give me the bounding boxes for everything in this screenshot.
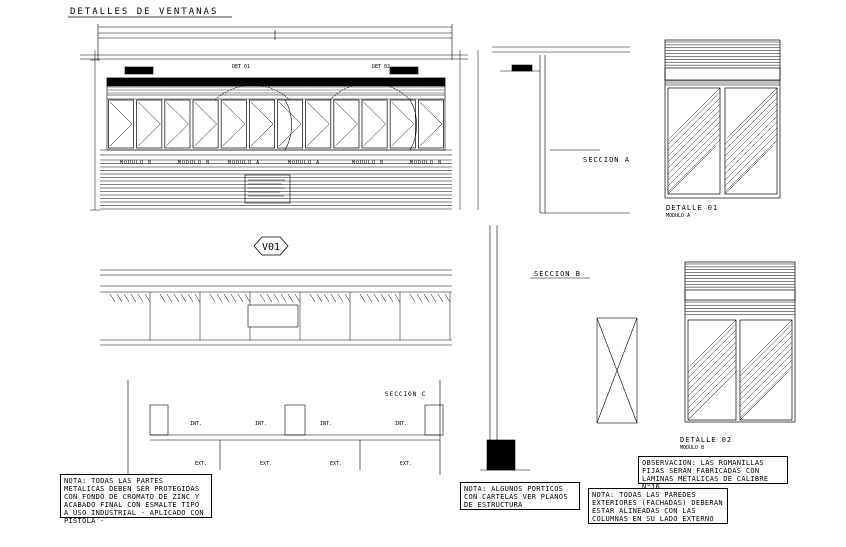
int-ext-labels: INT. EXT. INT. EXT. INT. EXT. INT. EXT.	[190, 421, 412, 467]
int-ext-label: EXT.	[195, 461, 207, 467]
window-panel	[191, 86, 220, 149]
int-ext-label: INT.	[320, 421, 332, 427]
detalle-01	[664, 39, 781, 199]
window-panel	[247, 86, 276, 149]
window-panel	[135, 86, 164, 149]
window-panel	[416, 86, 445, 149]
note-walls: NOTA: TODAS LAS PAREDES EXTERIORES (FACH…	[588, 488, 728, 524]
detalle-01-title: DETALLE 01	[666, 204, 718, 212]
window-panel	[107, 86, 136, 149]
siding-lines	[100, 159, 452, 210]
detalle-02	[684, 261, 796, 423]
window-panel	[332, 86, 361, 149]
note-porticos: NOTA: ALGUNOS PORTICOS CON CARTELAS VER …	[460, 482, 580, 510]
module-label: MODULO B	[120, 160, 152, 166]
int-ext-label: INT.	[255, 421, 267, 427]
detalle-02-title: DETALLE 02	[680, 436, 732, 444]
window-panel	[219, 86, 248, 149]
sheet-title: DETALLES DE VENTANAS	[70, 7, 218, 17]
int-ext-label: INT.	[190, 421, 202, 427]
seccion-b-title: SECCION B	[534, 270, 581, 278]
main-elevation	[80, 24, 468, 156]
detail-tag-1: DET 01	[232, 64, 250, 70]
module-label: MODULO A	[228, 160, 260, 166]
int-ext-label: EXT.	[400, 461, 412, 467]
window-panel	[360, 86, 389, 149]
window-panel	[163, 86, 192, 149]
window-panel	[304, 86, 333, 149]
window-panel	[276, 86, 305, 149]
section-a	[492, 46, 630, 214]
module-label: MODULO A	[288, 160, 320, 166]
plan-view	[100, 269, 452, 346]
module-label: MODULO B	[178, 160, 210, 166]
module-label: MODULO B	[410, 160, 442, 166]
module-labels: MODULO B MODULO B MODULO A MODULO A MODULO B…	[120, 160, 442, 166]
detail-tag-2: DET 02	[372, 64, 390, 70]
window-panel	[388, 86, 417, 149]
seccion-a-title: SECCION A	[583, 156, 630, 164]
seccion-c-title: SECCION C	[385, 391, 427, 398]
int-ext-label: INT.	[395, 421, 407, 427]
detalle-01-sub: MODULO A	[666, 213, 690, 219]
int-ext-label: EXT.	[330, 461, 342, 467]
note-metal-protection: NOTA: TODAS LAS PARTES METALICAS DEBEN S…	[60, 474, 212, 525]
plan-sections	[127, 380, 444, 475]
module-label: MODULO B	[352, 160, 384, 166]
detalle-02-sub: MODULO B	[680, 445, 704, 451]
window-sketch	[596, 317, 638, 424]
int-ext-label: EXT.	[260, 461, 272, 467]
section-b	[480, 225, 590, 471]
window-tag-label: V01	[262, 242, 280, 253]
note-romanillas: OBSERVACION: LAS ROMANILLAS FIJAS SERAN …	[638, 456, 788, 491]
plan-louvers	[109, 292, 451, 340]
window-tag: V01	[253, 236, 289, 256]
window-panels	[107, 86, 445, 149]
